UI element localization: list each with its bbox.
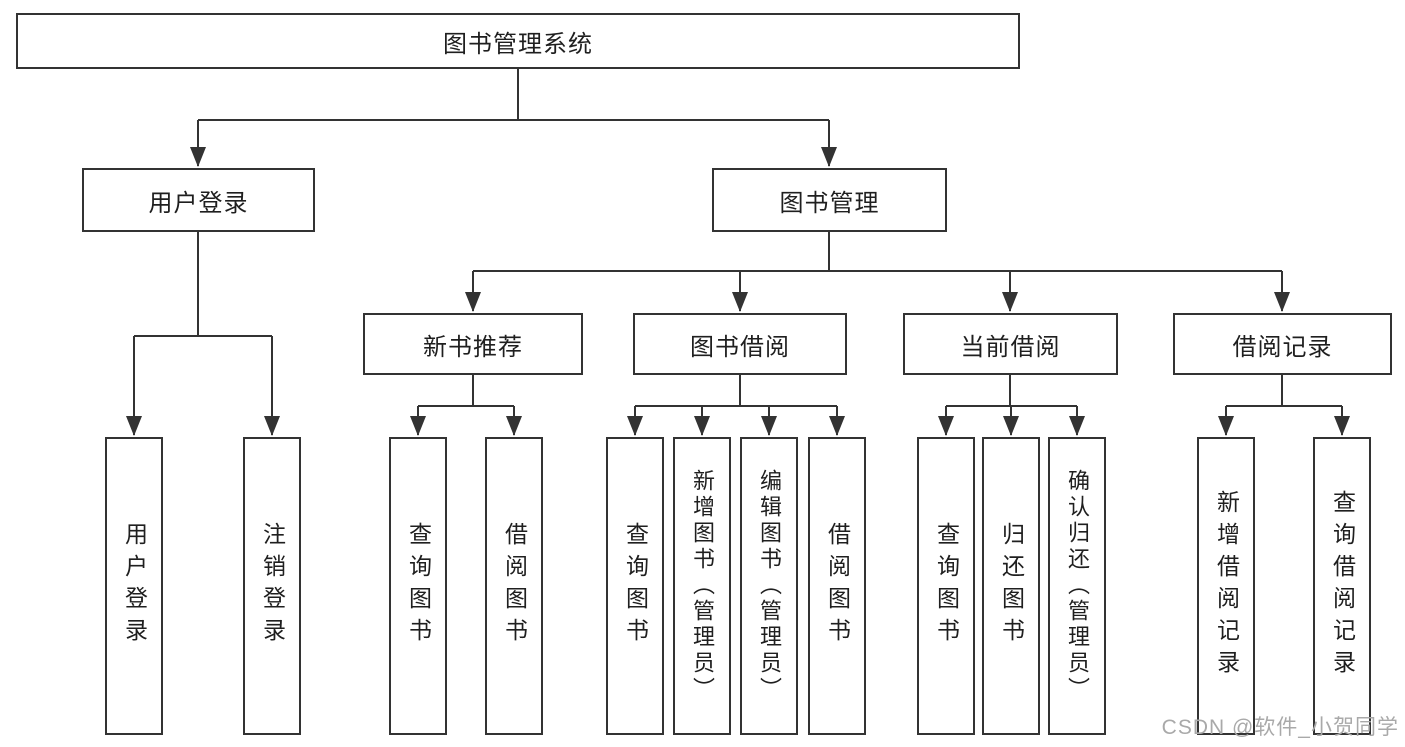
leaf-label: 归还图书: [998, 522, 1025, 650]
leaf-logout-login: 注销登录: [243, 437, 301, 735]
node-new-book-label: 新书推荐: [423, 333, 523, 361]
leaf-label: 用户登录: [121, 522, 148, 650]
node-borrow-records-label: 借阅记录: [1232, 333, 1333, 361]
leaf-label: 查询借阅记录: [1329, 490, 1356, 682]
leaf-label: 确认归还（管理员）: [1065, 469, 1090, 703]
leaf-label: 新增借阅记录: [1213, 490, 1240, 682]
node-root: 图书管理系统: [16, 13, 1020, 69]
leaf-query-books-borrow: 查询图书: [606, 437, 664, 735]
leaf-label: 查询图书: [622, 522, 649, 650]
node-user-login-label: 用户登录: [148, 189, 249, 217]
node-book-borrow: 图书借阅: [633, 313, 847, 375]
leaf-label: 新增图书（管理员）: [690, 469, 715, 703]
leaf-return-book: 归还图书: [982, 437, 1040, 735]
node-book-mgmt: 图书管理: [712, 168, 947, 232]
leaf-borrow-books: 借阅图书: [808, 437, 866, 735]
node-new-book-recommend: 新书推荐: [363, 313, 583, 375]
leaf-label: 编辑图书（管理员）: [757, 469, 782, 703]
leaf-label: 查询图书: [405, 522, 432, 650]
connector-new-book: [410, 375, 522, 436]
connector-book-borrow: [627, 375, 845, 436]
node-current-borrow-label: 当前借阅: [960, 333, 1061, 361]
leaf-add-borrow-record: 新增借阅记录: [1197, 437, 1255, 735]
connector-current-borrow: [938, 375, 1085, 436]
connector-user-login: [126, 232, 280, 436]
node-book-mgmt-label: 图书管理: [779, 189, 880, 217]
leaf-borrow-books-recommend: 借阅图书: [485, 437, 543, 735]
node-root-label: 图书管理系统: [443, 30, 593, 58]
leaf-label: 注销登录: [259, 522, 286, 650]
connector-book-mgmt: [465, 232, 1290, 312]
leaf-label: 借阅图书: [824, 522, 851, 650]
leaf-query-books-recommend: 查询图书: [389, 437, 447, 735]
node-user-login: 用户登录: [82, 168, 315, 232]
leaf-add-book-admin: 新增图书（管理员）: [673, 437, 731, 735]
leaf-edit-book-admin: 编辑图书（管理员）: [740, 437, 798, 735]
leaf-label: 查询图书: [933, 522, 960, 650]
leaf-query-borrow-record: 查询借阅记录: [1313, 437, 1371, 735]
connector-root: [190, 69, 837, 167]
node-current-borrow: 当前借阅: [903, 313, 1118, 375]
leaf-confirm-return-admin: 确认归还（管理员）: [1048, 437, 1106, 735]
node-borrow-records: 借阅记录: [1173, 313, 1392, 375]
csdn-watermark: CSDN @软件_小贺同学: [1161, 716, 1399, 739]
node-book-borrow-label: 图书借阅: [690, 333, 790, 361]
leaf-query-books-current: 查询图书: [917, 437, 975, 735]
leaf-user-login: 用户登录: [105, 437, 163, 735]
leaf-label: 借阅图书: [501, 522, 528, 650]
connector-borrow-records: [1218, 375, 1350, 436]
